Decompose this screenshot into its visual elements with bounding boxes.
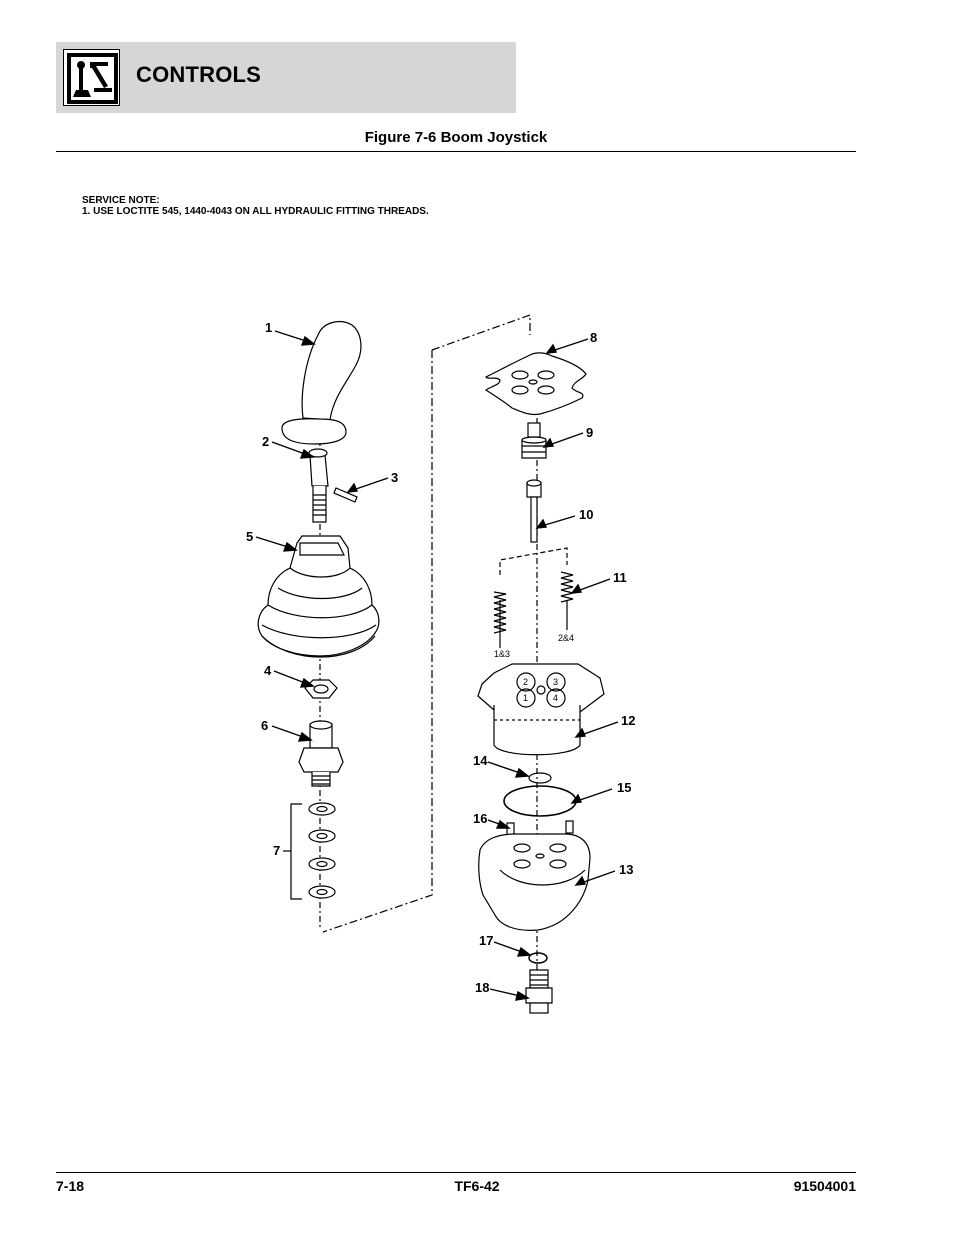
callout-15: 15 bbox=[617, 780, 631, 795]
cam-plate bbox=[484, 352, 587, 416]
port-number-3: 3 bbox=[553, 677, 558, 687]
callout-9: 9 bbox=[586, 425, 593, 440]
small-o-ring bbox=[528, 772, 552, 784]
callout-16: 16 bbox=[473, 811, 487, 826]
callout-7: 7 bbox=[273, 843, 280, 858]
footer-page-number: 7-18 bbox=[56, 1178, 85, 1194]
callout-14: 14 bbox=[473, 753, 488, 768]
header-bar bbox=[56, 42, 516, 113]
lever-pin bbox=[333, 487, 358, 503]
spring-branch-line bbox=[499, 547, 568, 575]
callout-11: 11 bbox=[613, 570, 627, 585]
top-rule bbox=[56, 151, 856, 152]
callout-3: 3 bbox=[391, 470, 398, 485]
footer-part-number: 91504001 bbox=[793, 1178, 856, 1194]
port-o-ring bbox=[528, 952, 548, 964]
plunger-guide bbox=[521, 422, 547, 459]
rubber-boot bbox=[257, 535, 380, 658]
service-note-line: 1. USE LOCTITE 545, 1440-4043 ON ALL HYD… bbox=[82, 206, 429, 217]
washer-stack bbox=[283, 802, 336, 900]
figure-title: Figure 7-6 Boom Joystick bbox=[364, 129, 548, 146]
callout-4: 4 bbox=[264, 663, 272, 678]
port-number-4: 4 bbox=[553, 693, 558, 703]
callout-5: 5 bbox=[246, 529, 253, 544]
dowel-pins bbox=[506, 820, 574, 836]
footer-model: TF6-42 bbox=[454, 1178, 500, 1194]
alignment-line-left bbox=[322, 350, 433, 933]
callout-8: 8 bbox=[590, 330, 597, 345]
large-o-ring bbox=[503, 785, 577, 817]
callout-2: 2 bbox=[262, 434, 269, 449]
port-number-2: 2 bbox=[523, 677, 528, 687]
spring-label-2-4: 2&4 bbox=[558, 633, 574, 643]
callout-12: 12 bbox=[621, 713, 635, 728]
section-title: CONTROLS bbox=[136, 62, 262, 87]
service-note-heading: SERVICE NOTE: bbox=[82, 195, 160, 206]
callout-17: 17 bbox=[479, 933, 493, 948]
service-note: SERVICE NOTE: 1. USE LOCTITE 545, 1440-4… bbox=[82, 195, 429, 217]
port-fitting bbox=[525, 969, 553, 1014]
valve-upper-body bbox=[477, 663, 605, 756]
valve-lower-body bbox=[478, 833, 591, 931]
spring-pair bbox=[493, 571, 574, 634]
callout-18: 18 bbox=[475, 980, 489, 995]
port-number-1: 1 bbox=[523, 693, 528, 703]
stud-fitting bbox=[298, 720, 344, 787]
alignment-line-top bbox=[431, 314, 531, 351]
joystick-handle bbox=[281, 321, 362, 445]
bottom-rule bbox=[56, 1172, 856, 1173]
callout-6: 6 bbox=[261, 718, 268, 733]
spring-label-1-3: 1&3 bbox=[494, 649, 510, 659]
joystick-logo-icon bbox=[63, 49, 120, 106]
hex-nut bbox=[304, 679, 338, 699]
plunger-assembly bbox=[526, 479, 542, 543]
joystick-lever bbox=[308, 448, 329, 523]
callout-10: 10 bbox=[579, 507, 593, 522]
callout-1: 1 bbox=[265, 320, 272, 335]
callout-13: 13 bbox=[619, 862, 633, 877]
